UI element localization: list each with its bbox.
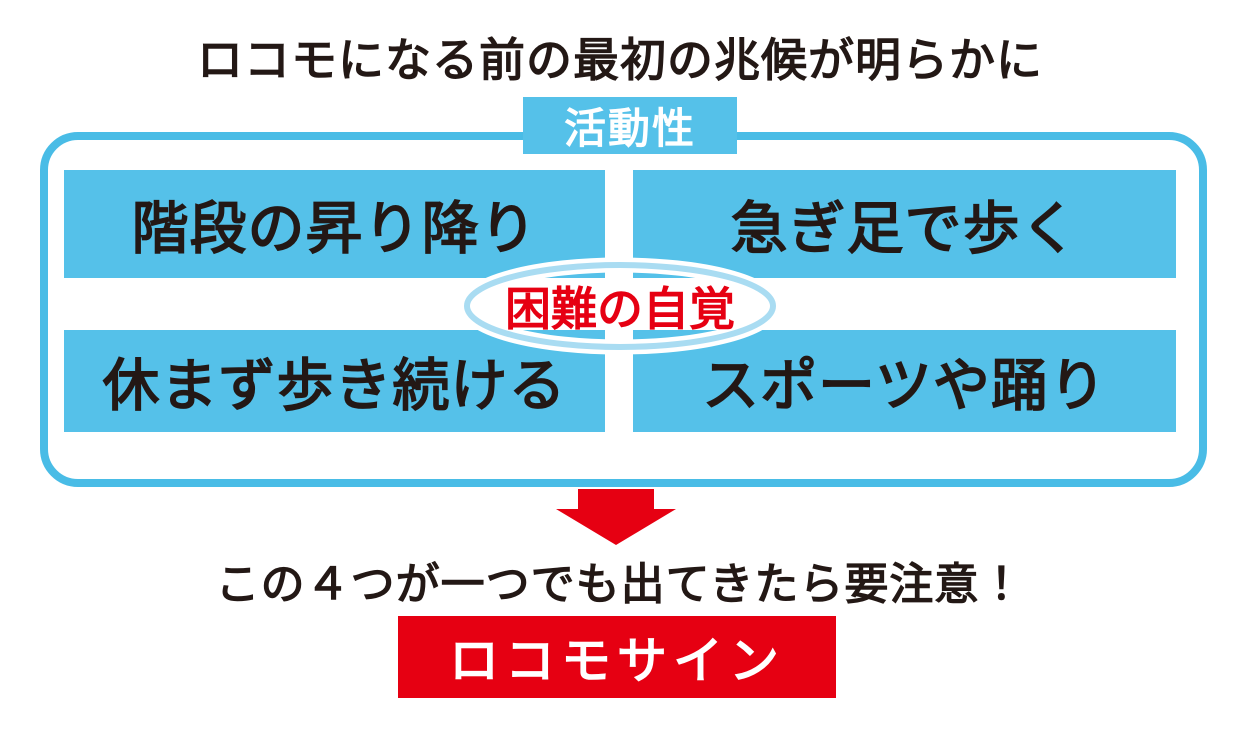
down-arrow-icon <box>556 489 676 545</box>
locomo-sign-banner: ロコモサイン <box>398 616 836 698</box>
activity-box-walk-nonstop: 休まず歩き続ける <box>64 330 605 432</box>
activity-box-sports-dance: スポーツや踊り <box>633 330 1176 432</box>
warning-text: この４つが一つでも出てきたら要注意！ <box>215 560 1025 609</box>
activity-box-stairs: 階段の昇り降り <box>64 170 605 278</box>
activity-category-label: 活動性 <box>523 97 737 154</box>
difficulty-awareness-label: 困難の自覚 <box>505 283 735 335</box>
page-title: ロコモになる前の最初の兆候が明らかに <box>197 34 1043 86</box>
activity-box-fast-walk: 急ぎ足で歩く <box>633 170 1176 278</box>
